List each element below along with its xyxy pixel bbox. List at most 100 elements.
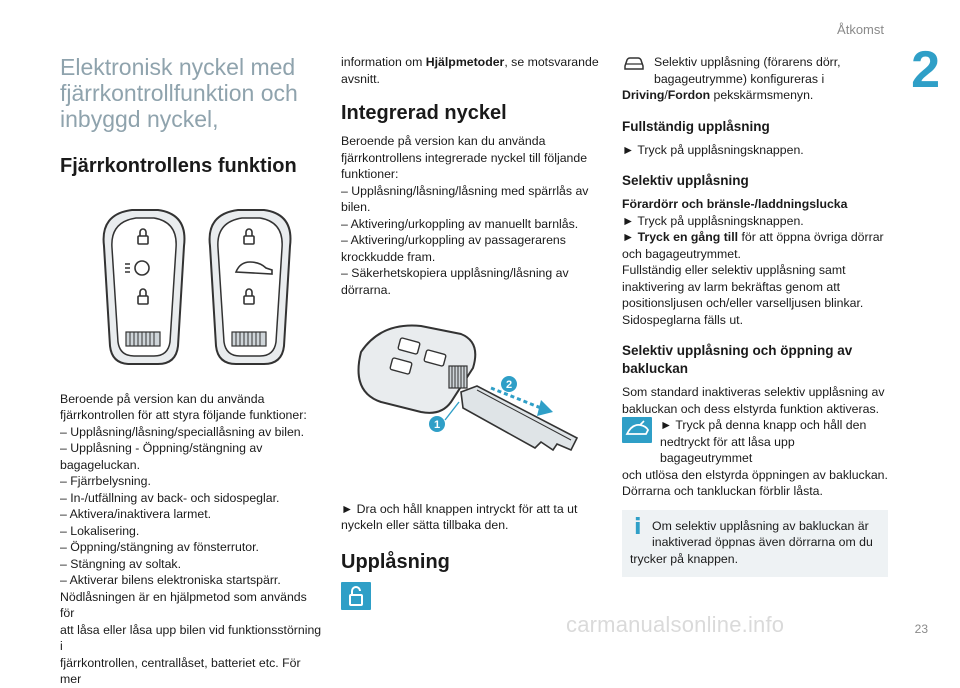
help-methods-ref: Hjälpmetoder <box>425 55 505 69</box>
info-text: Om selektiv upplåsning av bakluckan är i… <box>652 518 880 551</box>
key-fob-left <box>102 209 186 365</box>
info-text-last: trycker på knappen. <box>630 551 739 566</box>
text-line: – Öppning/stängning av fönsterrutor. <box>60 540 259 554</box>
title-line: Elektronisk nyckel med <box>60 54 296 80</box>
selective-config-text: Selektiv upplåsning (förarens dörr, baga… <box>654 54 841 87</box>
arrow-head <box>537 400 553 416</box>
text-line: information om Hjälpmetoder, se motsvara… <box>341 54 603 71</box>
text-line: Beroende på version kan du använda <box>341 134 546 148</box>
callout-2 <box>501 376 517 392</box>
remote-functions-text: Beroende på version kan du använda fjärr… <box>60 391 322 688</box>
text-line: fjärrkontrollens integrerade nyckel till… <box>341 150 588 165</box>
remote-function-heading: Fjärrkontrollens funktion <box>60 155 297 177</box>
info-box: i Om selektiv upplåsning av bakluckan är… <box>622 509 888 577</box>
text-line: bagageluckan. <box>60 457 140 472</box>
text-fragment: information om <box>341 55 426 69</box>
section-header: Åtkomst <box>837 22 884 37</box>
vehicle-menu-ref: Fordon <box>667 88 711 102</box>
text-line: – Aktivering/urkoppling av manuellt barn… <box>341 216 579 231</box>
text-line: fjärrkontrollen för att styra följande f… <box>60 408 307 422</box>
text-line: funktioner: <box>341 167 399 181</box>
chapter-number: 2 <box>911 41 940 99</box>
text-line: Om selektiv upplåsning av bakluckan är <box>652 518 869 533</box>
remote-key-illustration <box>102 209 292 365</box>
text-line: bakluckan och dess elstyrda funktion akt… <box>622 401 880 416</box>
pull-arrow <box>490 386 542 410</box>
text-line: inaktivering av larm bekräftas genom att <box>622 279 841 294</box>
selective-config-row: Selektiv upplåsning (förarens dörr, baga… <box>622 54 888 87</box>
text-line: Som standard inaktiveras selektiv upplås… <box>622 385 885 399</box>
column-2: information om Hjälpmetoder, se motsvara… <box>341 54 603 610</box>
text-line: och utlösa den elstyrda öppningen av bak… <box>622 467 888 482</box>
text-line: Nödlåsningen är en hjälpmetod som använd… <box>60 589 307 621</box>
column-3: Selektiv upplåsning (förarens dörr, baga… <box>622 54 888 577</box>
page-number: 23 <box>914 622 928 636</box>
text-line: – Upplåsning/låsning/låsning med spärrlå… <box>341 183 589 198</box>
text-line: nedtryckt för att låsa upp bagageutrymme… <box>660 434 795 466</box>
text-line: avsnitt. <box>341 71 380 86</box>
info-icon: i <box>634 514 642 540</box>
intro-text: information om Hjälpmetoder, se motsvara… <box>341 54 603 87</box>
title-line: inbyggd nyckel, <box>60 106 219 132</box>
callout-1 <box>429 416 445 432</box>
full-unlock-step: ► Tryck på upplåsningsknappen. <box>622 142 804 157</box>
press-again: ► Tryck en gång till <box>622 230 739 244</box>
title-line: fjärrkontrollfunktion och <box>60 80 298 106</box>
trunk-button-icon <box>622 417 652 443</box>
text-line: och bagageutrymmet. <box>622 246 741 261</box>
metal-key-blade <box>460 385 579 452</box>
integrated-key-illustration: 2 1 <box>357 324 579 452</box>
trunk-button-text: ► Tryck på denna knapp och håll den nedt… <box>660 417 888 467</box>
key-fob-side <box>357 324 477 414</box>
trunk-after-text: och utlösa den elstyrda öppningen av bak… <box>622 467 888 500</box>
selective-steps: ► Tryck på upplåsningsknappen. ► Tryck e… <box>622 213 888 329</box>
text-line: positionsljusen och/eller varselljusen b… <box>622 296 864 310</box>
text-line: Dörrarna och tankluckan förblir låsta. <box>622 484 823 498</box>
text-line: Beroende på version kan du använda <box>60 391 265 406</box>
instruction-text: ► Dra och håll knappen intryckt för att … <box>341 501 603 534</box>
unlock-icon <box>341 581 371 610</box>
text-line: – Fjärrbelysning. <box>60 474 151 488</box>
text-fragment: , se motsvarande <box>504 55 599 69</box>
menu-reference: Driving/Fordon pekskärmsmenyn. <box>622 87 888 104</box>
text-line: ► Tryck en gång till för att öppna övrig… <box>622 229 888 246</box>
text-line: ► Tryck på denna knapp och håll den <box>660 418 867 432</box>
text-line: Fullständig eller selektiv upplåsning sa… <box>622 263 846 277</box>
text-line: – Aktivering/urkoppling av passagerarens <box>341 233 566 247</box>
text-line: – Aktiverar bilens elektroniska startspä… <box>60 573 281 587</box>
text-fragment: pekskärmsmenyn. <box>710 88 814 102</box>
text-line: dörrarna. <box>341 282 391 297</box>
text-line: krockkudde fram. <box>341 249 436 264</box>
text-line: inaktiverad öppnas även dörrarna om du <box>652 535 873 549</box>
watermark: carmanualsonline.info <box>566 612 785 637</box>
driving-menu-ref: Driving <box>622 88 665 102</box>
text-line: – Aktivera/inaktivera larmet. <box>60 507 212 521</box>
text-line: bilen. <box>341 200 371 214</box>
text-line: att låsa eller låsa upp bilen vid funkti… <box>60 622 322 654</box>
column-1: Elektronisk nyckel med fjärrkontrollfunk… <box>60 54 322 688</box>
text-line: – In-/utfällning av back- och sidospegla… <box>60 490 280 505</box>
trunk-text: Som standard inaktiveras selektiv upplås… <box>622 384 888 417</box>
integrated-key-text: Beroende på version kan du använda fjärr… <box>341 133 603 298</box>
text-line: ► Tryck på upplåsningsknappen. <box>622 213 804 228</box>
text-line: fjärrkontrollen, centrallåset, batteriet… <box>60 655 301 687</box>
text-line: – Upplåsning - Öppning/stängning av <box>60 441 263 455</box>
driver-door-subheading: Förardörr och bränsle-/laddningslucka <box>622 197 848 211</box>
page-title: Elektronisk nyckel med fjärrkontrollfunk… <box>60 54 322 132</box>
callout-1-label: 1 <box>434 419 440 431</box>
selective-unlock-heading: Selektiv upplåsning <box>622 173 749 188</box>
text-line: ► Dra och håll knappen intryckt för att … <box>341 501 578 516</box>
text-line: Sidospeglarna fälls ut. <box>622 312 743 327</box>
unlocking-heading: Upplåsning <box>341 550 450 573</box>
text-line: Selektiv upplåsning (förarens dörr, <box>654 55 841 69</box>
text-line: – Upplåsning/låsning/speciallåsning av b… <box>60 424 305 439</box>
text-line: – Säkerhetskopiera upplåsning/låsning av <box>341 266 569 280</box>
text-fragment: / <box>664 88 668 102</box>
callout-2-label: 2 <box>506 379 512 391</box>
callout-1-leader <box>444 401 460 421</box>
full-unlock-heading: Fullständig upplåsning <box>622 118 770 134</box>
text-line: nyckeln eller sätta tillbaka den. <box>341 518 509 532</box>
text-line: – Lokalisering. <box>60 523 140 538</box>
car-icon <box>624 57 644 70</box>
text-line: – Stängning av soltak. <box>60 556 181 571</box>
